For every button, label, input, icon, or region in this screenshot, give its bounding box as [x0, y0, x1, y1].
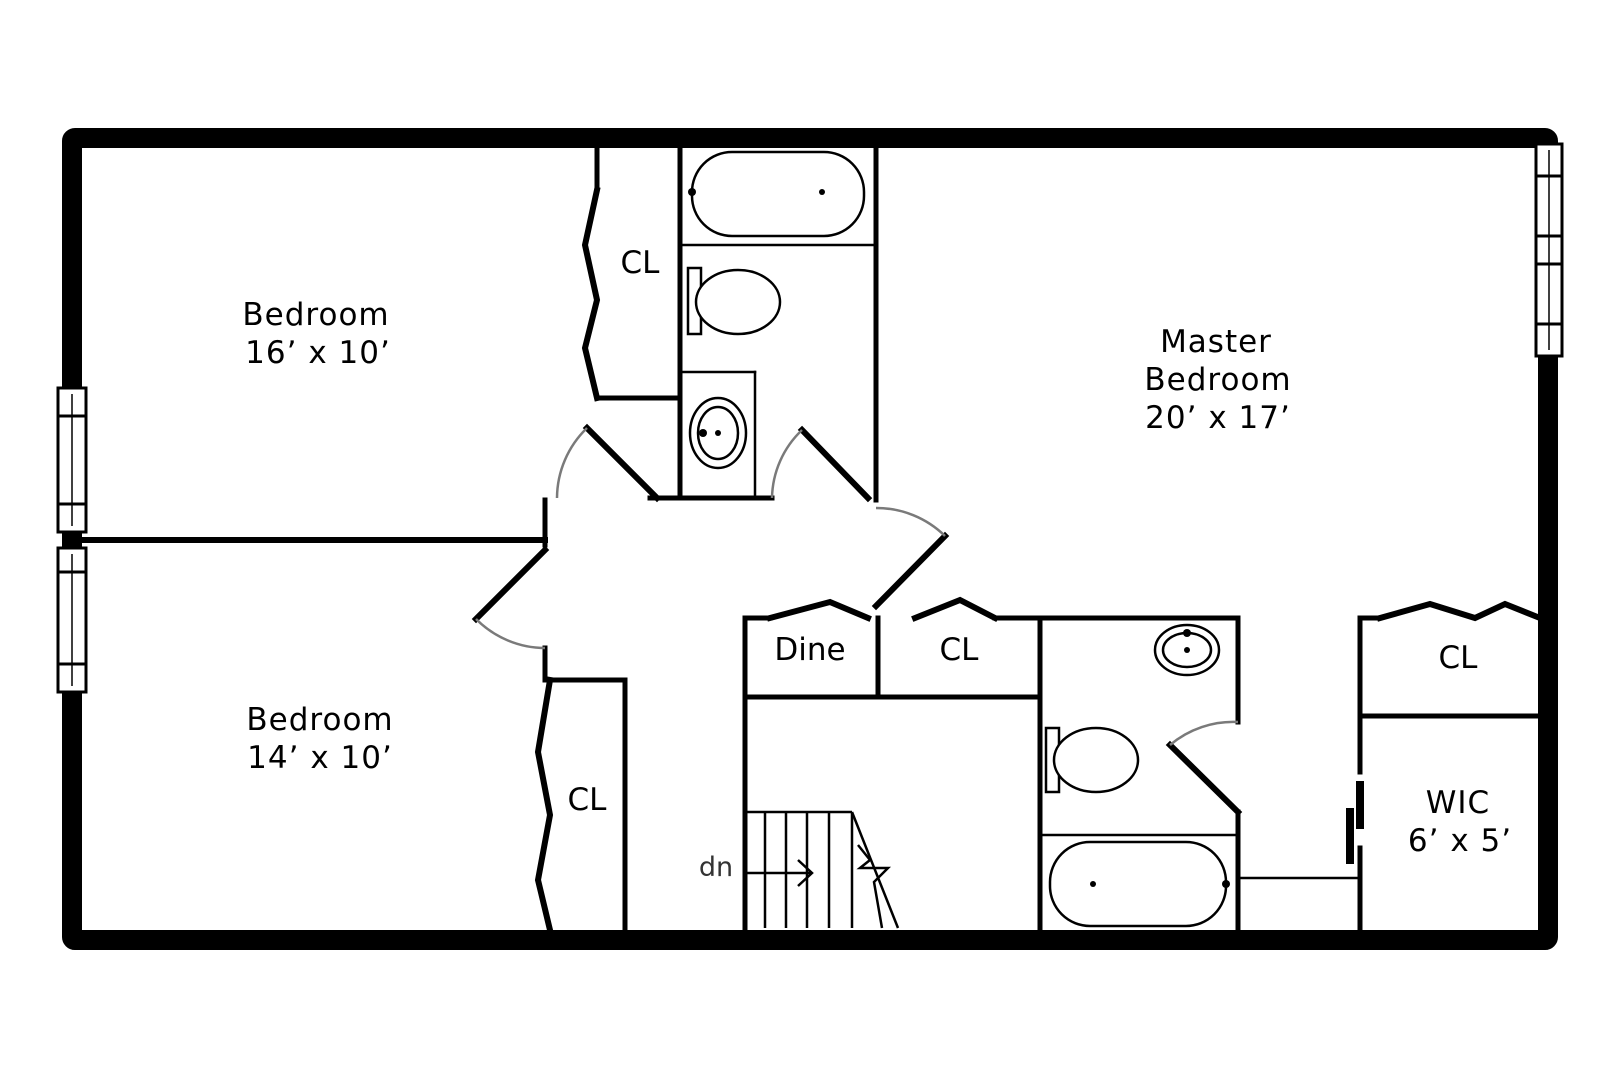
closet-master-label: CL — [1439, 640, 1479, 676]
hall-bathtub — [688, 150, 866, 238]
stairs-label: dn — [699, 852, 733, 883]
master-bedroom-line2: Bedroom — [1144, 362, 1291, 398]
master-sink — [1153, 623, 1221, 677]
master-toilet — [1044, 726, 1140, 794]
window-right — [1534, 142, 1564, 358]
master-bathtub — [1048, 840, 1230, 928]
window-left-lower — [56, 546, 88, 694]
wic-size: 6’ x 5’ — [1408, 823, 1512, 859]
bedroom-bottom-name: Bedroom — [246, 702, 393, 738]
dine-label: Dine — [774, 632, 845, 668]
closet-bottom-label: CL — [568, 782, 608, 818]
bedroom-top-size: 16’ x 10’ — [245, 335, 391, 371]
interior-walls — [79, 145, 1549, 933]
stairs — [745, 810, 900, 929]
closet-doors — [534, 186, 1544, 934]
interior-doors — [471, 423, 1364, 864]
hall-sink — [688, 396, 748, 470]
stairs-direction-arrow-icon — [745, 859, 814, 887]
window-left-upper — [56, 386, 88, 534]
bedroom-top-name: Bedroom — [242, 297, 389, 333]
bedroom-bottom-size: 14’ x 10’ — [247, 740, 393, 776]
exterior-walls — [62, 128, 1558, 950]
room-labels: Bedroom 16’ x 10’ Bedroom 14’ x 10’ Mast… — [242, 245, 1512, 883]
master-bedroom-line1: Master — [1160, 324, 1272, 360]
master-bedroom-size: 20’ x 17’ — [1145, 400, 1291, 436]
wic-name: WIC — [1426, 785, 1490, 821]
hall-toilet — [686, 266, 782, 336]
closet-top-label: CL — [621, 245, 661, 281]
closet-hall-label: CL — [940, 632, 980, 668]
